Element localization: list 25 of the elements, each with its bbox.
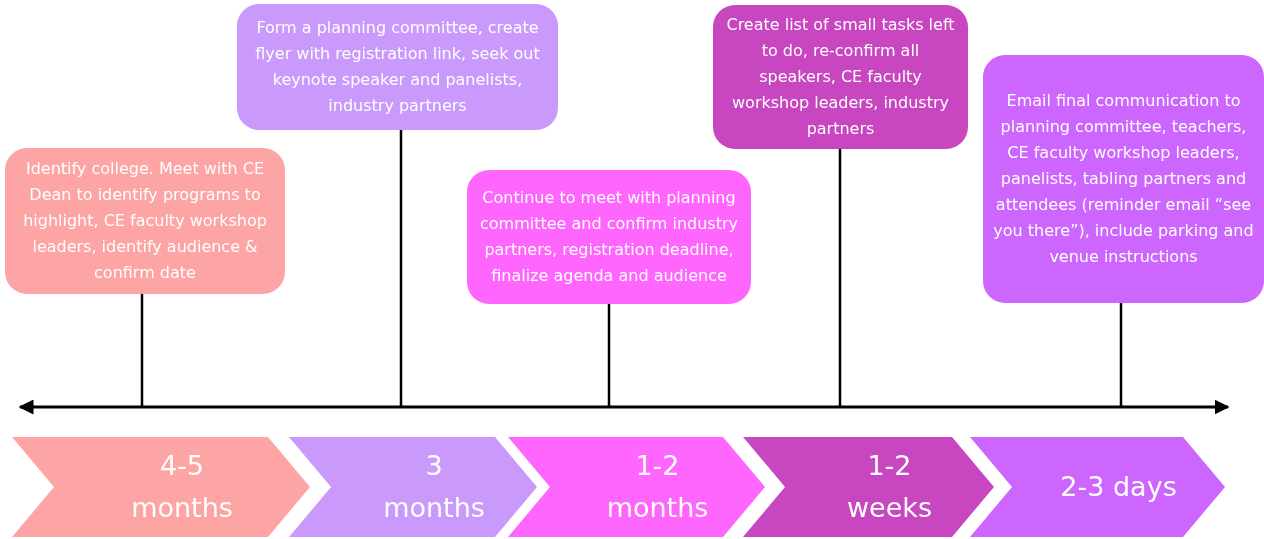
period-banner xyxy=(508,437,765,537)
connector-line xyxy=(1119,303,1123,407)
task-text: Email final communication to planning committee, teachers, CE faculty workshop leaders, panelists, tabling partners and attendees (reminder email “see you there”), include parking and venue instructions xyxy=(993,90,1254,268)
period-label: 3 months xyxy=(382,449,486,525)
task-text: Continue to meet with planning committee and confirm industry partners, registration deadline, finalize agenda and audience xyxy=(479,187,739,287)
connector-line xyxy=(140,294,144,407)
period-label: 1-2 months xyxy=(605,449,710,525)
task-text: Identify college. Meet with CE Dean to identify programs to highlight, CE faculty workshop leaders, identify audience & confirm date xyxy=(22,158,268,284)
period-banner xyxy=(743,437,994,537)
period-banner xyxy=(970,437,1225,537)
connector-line xyxy=(399,130,403,407)
period-label: 2-3 days xyxy=(1059,470,1178,504)
connector-line xyxy=(838,149,842,407)
task-text: Create list of small tasks left to do, re-confirm all speakers, CE faculty workshop leaders, industry partners xyxy=(725,14,956,140)
task-box xyxy=(5,148,285,294)
period-label: 1-2 weeks xyxy=(846,449,933,525)
period-label: 4-5 months xyxy=(130,449,234,525)
task-box xyxy=(983,55,1264,303)
task-text: Form a planning committee, create flyer with registration link, seek out keynote speaker and panelists, industry partners xyxy=(254,17,541,117)
task-box xyxy=(467,170,751,304)
task-box xyxy=(713,5,968,149)
task-box xyxy=(237,4,558,130)
period-banner xyxy=(12,437,310,537)
connector-line xyxy=(607,304,611,407)
period-banner xyxy=(289,437,537,537)
